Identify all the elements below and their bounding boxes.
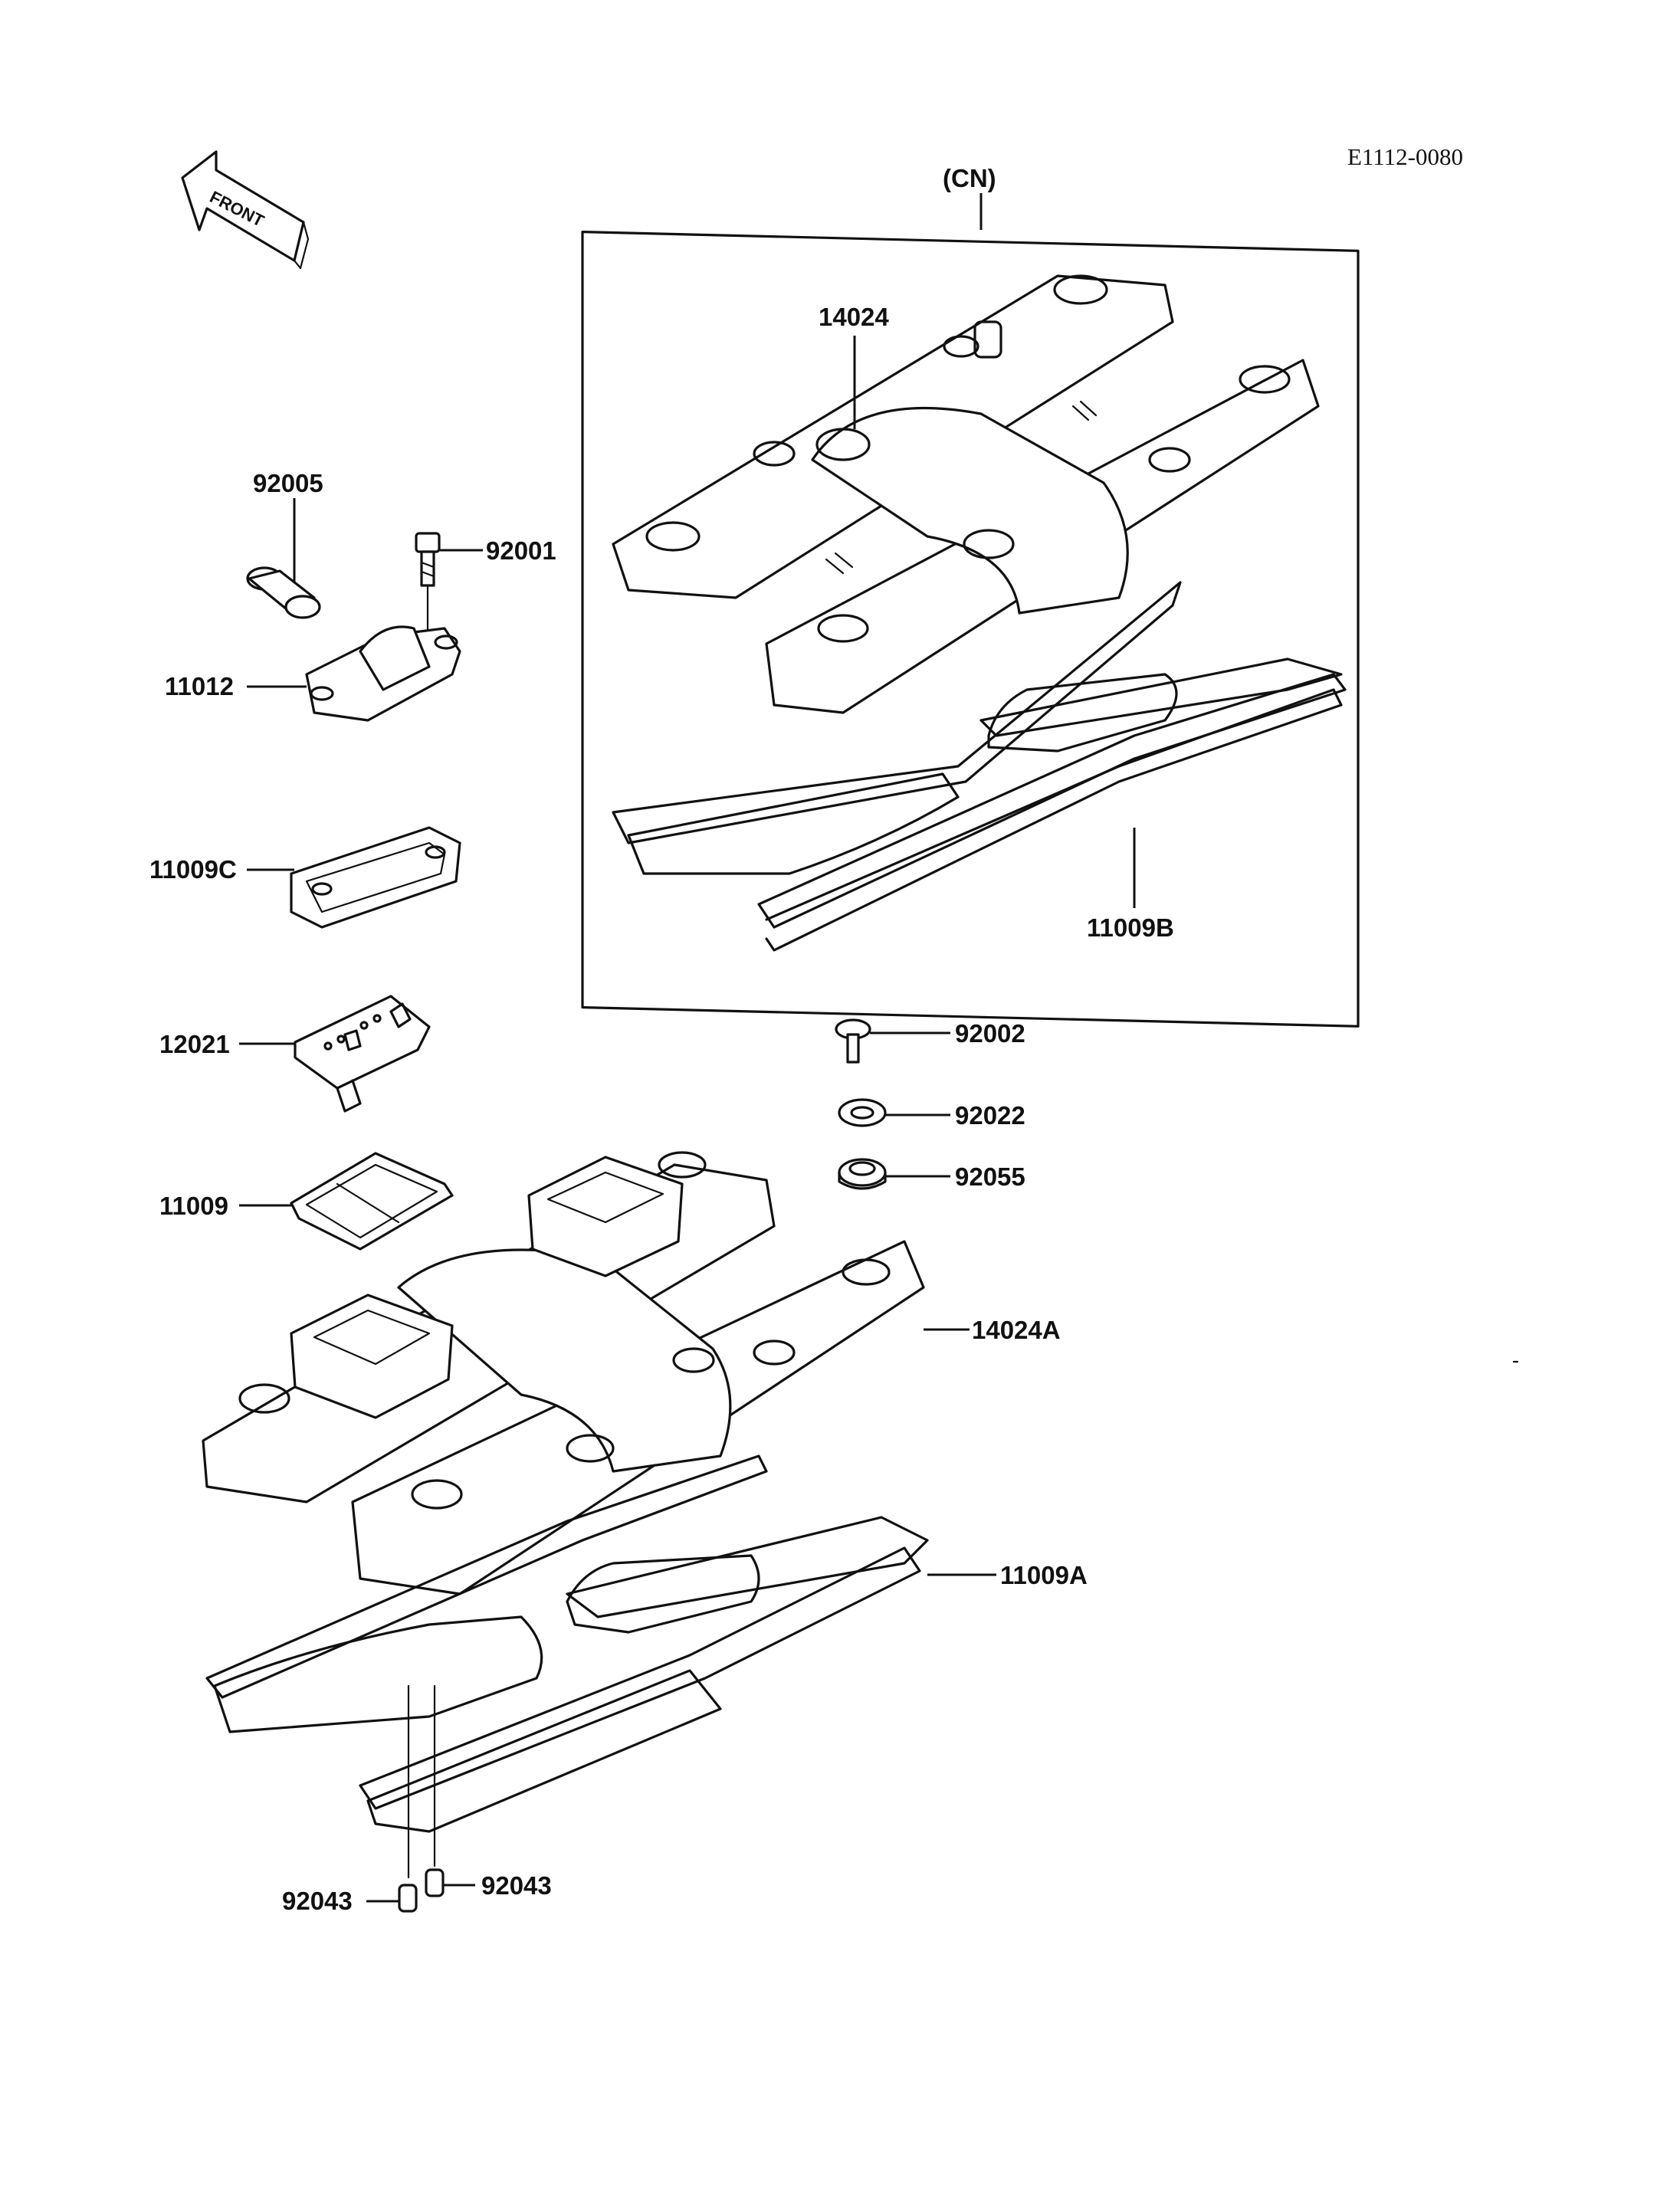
gasket-11009 xyxy=(239,1152,454,1251)
label-92022: 92022 xyxy=(955,1101,1025,1130)
cn-group-box: (CN) xyxy=(581,164,1360,1028)
cap-92005 xyxy=(246,498,321,619)
label-11009: 11009 xyxy=(159,1192,228,1220)
breather-cover-11012 xyxy=(247,625,461,722)
washer-92022 xyxy=(838,1098,950,1127)
bolt-92002 xyxy=(835,1018,950,1064)
label-92055: 92055 xyxy=(955,1162,1025,1191)
cylinder-head-cover-upper xyxy=(612,274,1320,714)
cylinder-head-cover-lower xyxy=(202,1151,970,1595)
dowel-92043-right xyxy=(425,1684,475,1897)
label-92005: 92005 xyxy=(253,469,323,497)
front-label: FRONT xyxy=(207,187,267,231)
label-92002: 92002 xyxy=(955,1019,1025,1048)
label-14024a: 14024A xyxy=(972,1316,1061,1344)
label-11009b: 11009B xyxy=(1087,913,1174,942)
group-label: (CN) xyxy=(943,164,996,192)
label-92043-left: 92043 xyxy=(282,1887,353,1915)
label-92043-right: 92043 xyxy=(481,1871,552,1900)
reference-code: E1112-0080 xyxy=(1347,143,1463,170)
dowel-92043-left xyxy=(366,1684,418,1913)
bolt-92001 xyxy=(415,532,483,638)
front-arrow-icon: FRONT xyxy=(181,150,310,270)
gasket-11009c xyxy=(247,826,461,929)
label-14024: 14024 xyxy=(819,303,889,331)
label-92001: 92001 xyxy=(486,536,556,565)
label-11009a: 11009A xyxy=(1000,1561,1088,1589)
gasket-11009a xyxy=(205,1454,996,1833)
label-11012: 11012 xyxy=(165,672,234,700)
label-11009c: 11009C xyxy=(149,855,237,884)
gasket-11009b xyxy=(612,581,1347,952)
seal-92055 xyxy=(838,1158,950,1190)
plate-12021 xyxy=(239,995,431,1113)
label-12021: 12021 xyxy=(159,1030,230,1058)
